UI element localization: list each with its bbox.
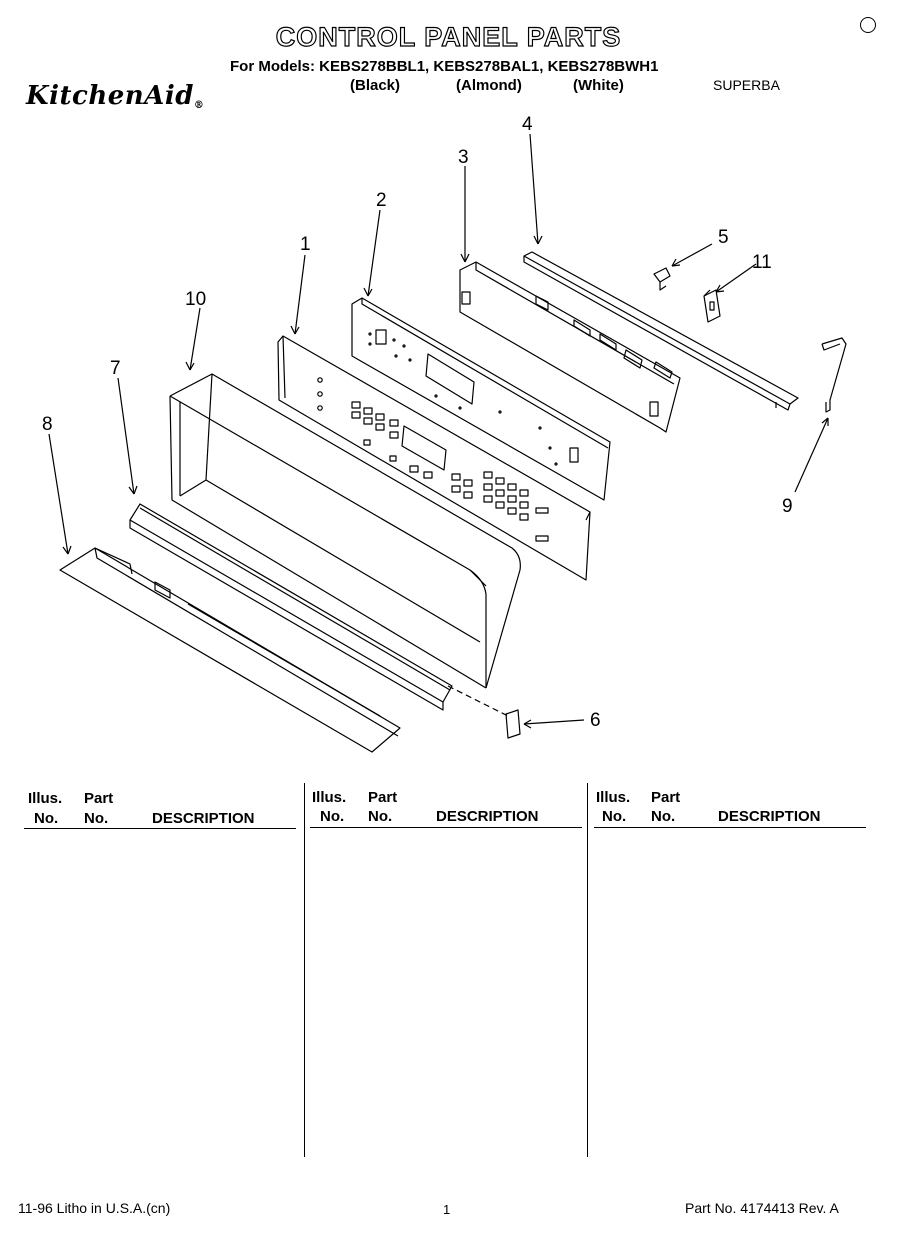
color-label-almond: (Almond): [456, 77, 522, 94]
callout-9: 9: [782, 496, 793, 517]
part-6-clip: [447, 685, 521, 739]
part-header-top: Part: [84, 790, 114, 807]
part-9-wire-hook: [821, 337, 847, 413]
part-2-circuit-board: [351, 297, 611, 501]
color-label-white: (White): [573, 77, 624, 94]
callout-leaders: [48, 133, 829, 729]
part-11-bracket: [703, 289, 721, 323]
callout-5: 5: [718, 227, 729, 248]
part-header-bottom: No.: [651, 808, 676, 825]
callout-8: 8: [42, 414, 53, 435]
page-title: CONTROL PANEL PARTS: [275, 21, 622, 52]
illus-header-top: Illus.: [28, 790, 63, 807]
illus-header-top: Illus.: [312, 789, 347, 806]
exploded-parts-diagram: 1 2 3 4 5 6 7 8 9 10 11: [42, 114, 847, 753]
part-10-frame: [169, 373, 521, 689]
part-header-top: Part: [368, 789, 398, 806]
callout-labels: 1 2 3 4 5 6 7 8 9 10 11: [42, 114, 793, 731]
header-rule: [24, 828, 296, 829]
brand-name: KitchenAid: [26, 81, 194, 111]
brand-logo: KitchenAid®: [26, 81, 204, 111]
litho-note: 11-96 Litho in U.S.A.(cn): [18, 1200, 171, 1216]
callout-11: 11: [752, 252, 772, 273]
callout-1: 1: [300, 234, 311, 255]
callout-6: 6: [590, 710, 601, 731]
illus-header-top: Illus.: [596, 789, 631, 806]
part-number: Part No. 4174413 Rev. A: [685, 1200, 839, 1216]
registration-mark: [860, 17, 876, 33]
series-name: SUPERBA: [713, 77, 780, 93]
description-header: DESCRIPTION: [436, 808, 539, 825]
callout-4: 4: [522, 114, 533, 135]
color-label-black: (Black): [350, 77, 401, 94]
illus-header-bottom: No.: [34, 810, 59, 827]
brand-registered-mark: ®: [193, 100, 205, 111]
callout-7: 7: [110, 358, 121, 379]
illus-header-bottom: No.: [602, 808, 627, 825]
part-8-trim-strip: [59, 547, 401, 753]
header-rule: [594, 827, 866, 828]
callout-10: 10: [185, 289, 206, 310]
table-divider-2: [587, 783, 588, 1157]
description-header: DESCRIPTION: [152, 810, 255, 827]
part-header-bottom: No.: [368, 808, 393, 825]
table-divider-1: [304, 783, 305, 1157]
part-7-strip: [129, 503, 453, 711]
part-header-bottom: No.: [84, 810, 109, 827]
part-3-housing: [459, 261, 681, 433]
part-5-clip: [653, 267, 671, 291]
callout-3: 3: [458, 147, 469, 168]
part-4-rail: [523, 251, 799, 411]
callout-2: 2: [376, 190, 387, 211]
models-line: For Models: KEBS278BBL1, KEBS278BAL1, KE…: [230, 58, 659, 75]
header-rule: [310, 827, 582, 828]
page-number: 1: [443, 1202, 451, 1217]
part-1-panel-overlay: [277, 335, 591, 581]
description-header: DESCRIPTION: [718, 808, 821, 825]
illus-header-bottom: No.: [320, 808, 345, 825]
part-header-top: Part: [651, 789, 681, 806]
